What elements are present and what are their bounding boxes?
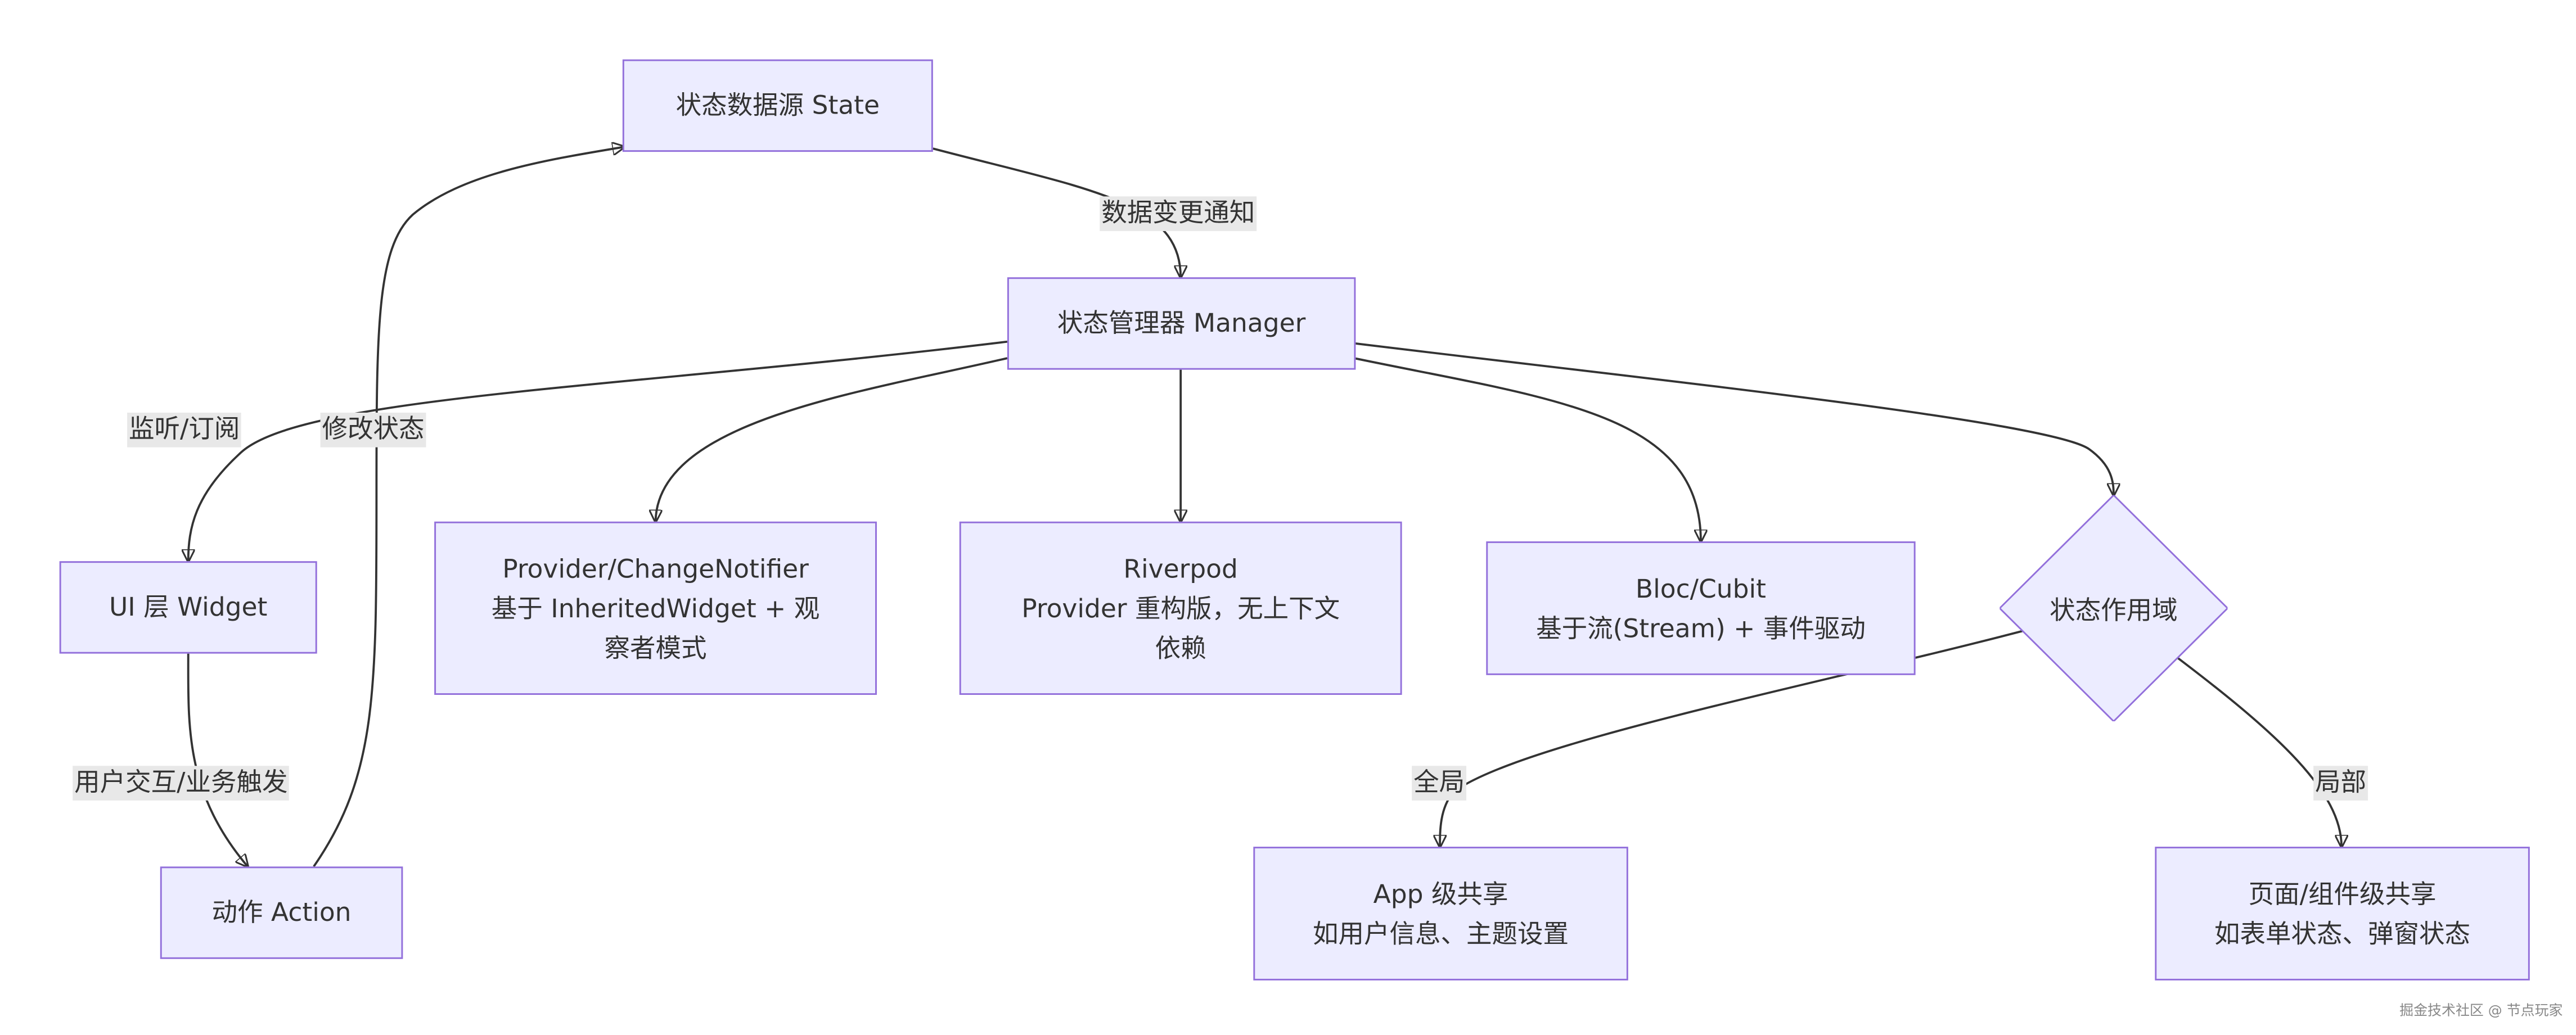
node-provider-line-3: 察者模式: [604, 632, 707, 663]
edge-action-to-state: [313, 147, 624, 867]
node-manager-label: 状态管理器 Manager: [1057, 309, 1306, 338]
node-page-shared-line-1: 页面/组件级共享: [2248, 879, 2437, 909]
node-app-shared-line-1: App 级共享: [1373, 879, 1508, 909]
edge-label-listen: 监听/订阅: [127, 412, 242, 448]
node-provider-line-2: 基于 InheritedWidget + 观: [491, 593, 820, 623]
node-action[interactable]: 动作 Action: [160, 866, 403, 959]
edge-label-local: 局部: [2313, 766, 2368, 801]
node-state-label: 状态数据源 State: [675, 91, 880, 121]
node-app-shared-line-2: 如用户信息、主题设置: [1312, 918, 1569, 948]
node-riverpod[interactable]: Riverpod Provider 重构版，无上下文 依赖: [959, 521, 1402, 695]
node-riverpod-line-1: Riverpod: [1123, 553, 1238, 584]
edge-label-notify: 数据变更通知: [1100, 196, 1257, 232]
edge-manager-to-scope: [1354, 342, 2114, 495]
node-state[interactable]: 状态数据源 State: [622, 59, 933, 152]
edge-label-global: 全局: [1412, 766, 1467, 801]
scope-diamond-shape: [1998, 494, 2229, 723]
node-action-label: 动作 Action: [211, 898, 352, 928]
edge-label-trigger: 用户交互/业务触发: [73, 766, 290, 801]
node-bloc-line-2: 基于流(Stream) + 事件驱动: [1536, 613, 1866, 643]
node-scope[interactable]: 状态作用域: [1998, 494, 2229, 723]
node-page-shared[interactable]: 页面/组件级共享 如表单状态、弹窗状态: [2155, 847, 2530, 980]
edge-manager-to-bloc: [1354, 357, 1701, 541]
node-scope-label: 状态作用域: [2050, 595, 2178, 625]
node-riverpod-line-2: Provider 重构版，无上下文: [1021, 593, 1340, 623]
node-manager[interactable]: 状态管理器 Manager: [1007, 277, 1356, 370]
node-provider-line-1: Provider/ChangeNotifier: [502, 553, 809, 584]
node-app-shared[interactable]: App 级共享 如用户信息、主题设置: [1253, 847, 1628, 980]
edge-scope-to-page: [2176, 656, 2342, 847]
node-provider[interactable]: Provider/ChangeNotifier 基于 InheritedWidg…: [434, 521, 877, 695]
edge-manager-to-provider: [656, 357, 1008, 522]
node-ui-widget[interactable]: UI 层 Widget: [59, 561, 317, 654]
edge-ui-to-action: [187, 653, 248, 867]
node-bloc[interactable]: Bloc/Cubit 基于流(Stream) + 事件驱动: [1486, 541, 1916, 675]
watermark: 掘金技术社区 @ 节点玩家: [2399, 1004, 2563, 1020]
node-page-shared-line-2: 如表单状态、弹窗状态: [2214, 918, 2471, 948]
node-riverpod-line-3: 依赖: [1155, 632, 1206, 663]
edge-label-modify: 修改状态: [320, 412, 426, 448]
node-bloc-line-1: Bloc/Cubit: [1635, 573, 1766, 604]
node-ui-widget-label: UI 层 Widget: [109, 592, 268, 622]
